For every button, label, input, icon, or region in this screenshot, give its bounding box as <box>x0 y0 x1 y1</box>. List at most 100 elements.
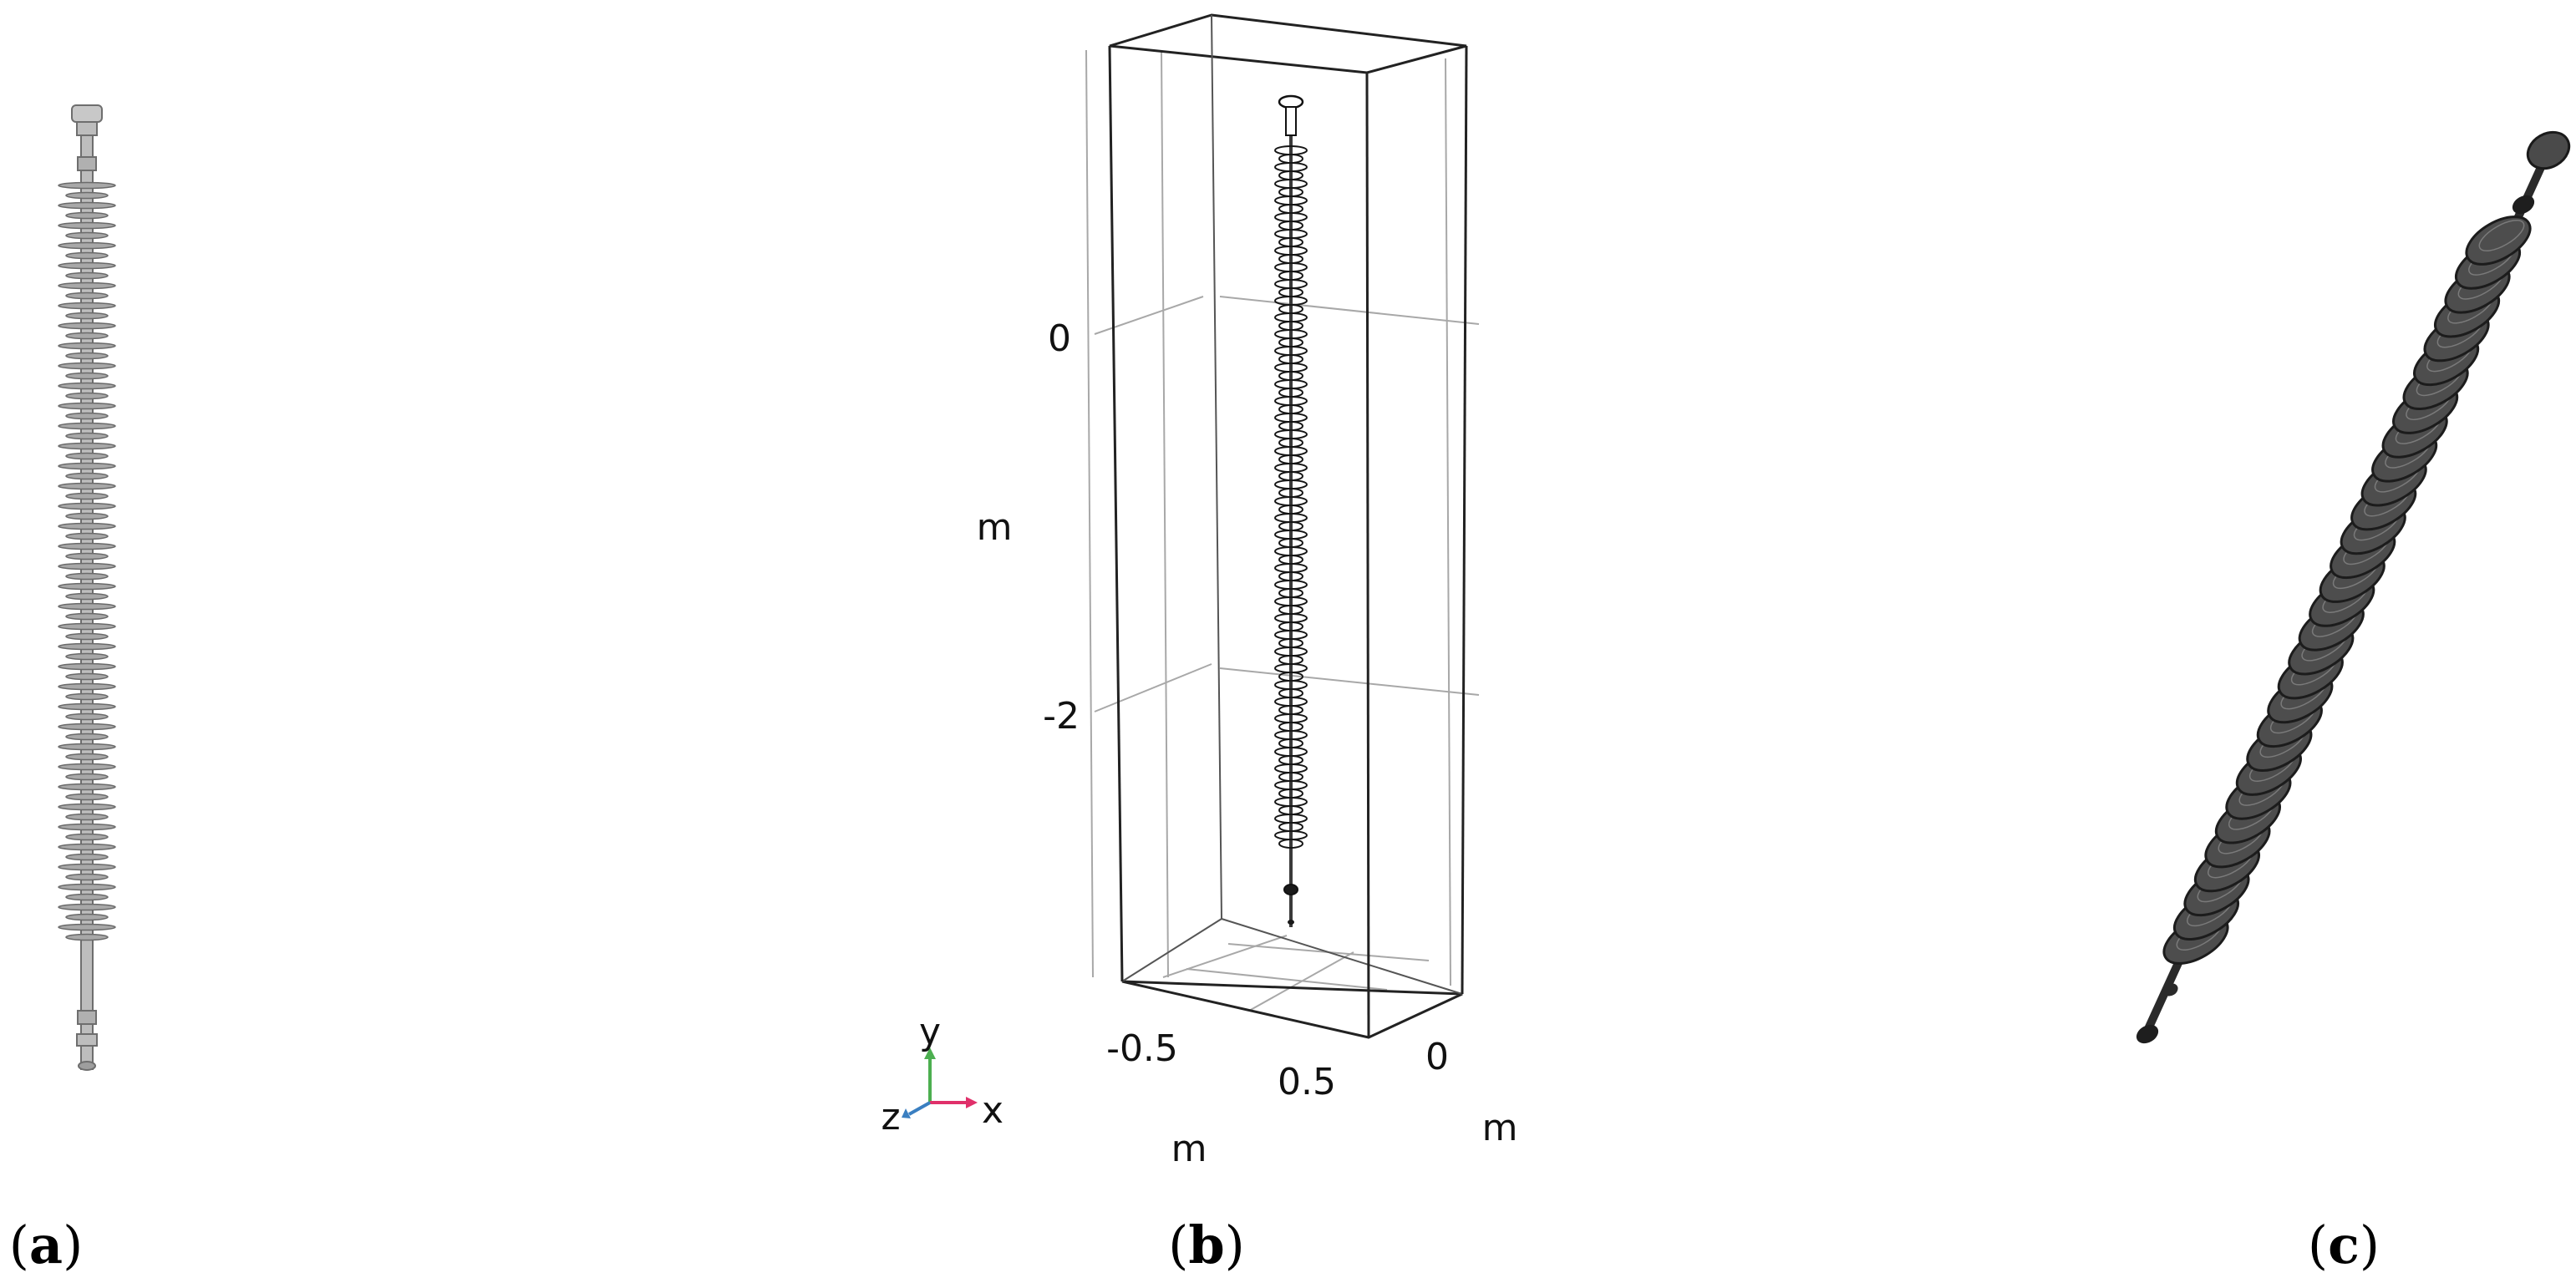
shed <box>58 181 116 190</box>
shed <box>58 522 116 530</box>
shed <box>65 271 109 280</box>
shed <box>65 211 109 220</box>
panel-b-plot: 0 -2 m -0.5 0.5 m 0 m y x z <box>881 13 1518 1170</box>
shed <box>65 231 109 240</box>
shed <box>58 763 116 771</box>
panel-label-b: (b) <box>1168 1214 1245 1275</box>
panel-c-insulator <box>2136 130 2571 1044</box>
shed <box>58 702 116 711</box>
triad-z-axis <box>908 1101 931 1116</box>
shed <box>65 632 109 641</box>
shed <box>58 542 116 550</box>
box-top-face <box>1109 13 1467 74</box>
shed <box>58 662 116 671</box>
panel-label-c: (c) <box>2308 1214 2380 1275</box>
shed <box>65 933 109 941</box>
bottom-fitting-neck <box>76 1033 98 1047</box>
y-tick-label-1: -2 <box>1043 695 1080 738</box>
box-vertical-edge <box>1108 45 1124 982</box>
y-tick-label-0: 0 <box>1048 317 1071 360</box>
top-fitting <box>2526 130 2571 170</box>
shed <box>58 241 116 250</box>
grid-line <box>1094 663 1212 712</box>
shed <box>65 873 109 881</box>
shed <box>65 813 109 821</box>
z-axis-unit: m <box>1482 1107 1518 1149</box>
shed <box>65 773 109 781</box>
shed <box>65 452 109 460</box>
upper-collar <box>2512 195 2535 215</box>
panel-label-a: (a) <box>9 1214 84 1275</box>
lower-collar <box>1283 884 1298 895</box>
box-vertical-edge <box>1365 72 1370 1038</box>
grid-line <box>1186 968 1388 991</box>
shed <box>65 733 109 741</box>
triad-y-label: y <box>919 1011 941 1053</box>
grid-line <box>1219 667 1480 696</box>
triad-z-label: z <box>881 1096 900 1138</box>
shed <box>58 402 116 410</box>
shed <box>58 803 116 811</box>
shed <box>65 472 109 480</box>
shed <box>58 582 116 591</box>
shed <box>58 322 116 330</box>
shed <box>58 682 116 691</box>
shed <box>58 482 116 490</box>
shed <box>58 622 116 631</box>
shed <box>65 572 109 581</box>
shed <box>65 552 109 560</box>
bottom-fitting <box>78 1061 96 1071</box>
shed <box>58 302 116 310</box>
shed <box>65 332 109 340</box>
shed <box>65 312 109 320</box>
bottom-fitting <box>1288 920 1294 925</box>
grid-line <box>1219 296 1480 325</box>
triad-x-arrowhead <box>966 1097 978 1108</box>
grid-line <box>1161 49 1169 978</box>
shed <box>2465 216 2532 266</box>
upper-collar <box>77 156 97 171</box>
shed <box>65 893 109 901</box>
box-bottom-edges <box>1121 980 1463 1039</box>
top-fitting-neck <box>76 121 98 136</box>
shed <box>58 723 116 731</box>
top-fitting <box>71 104 103 123</box>
shed <box>58 201 116 210</box>
shed <box>1278 839 1303 849</box>
shed <box>58 281 116 290</box>
shed <box>65 532 109 540</box>
panel-b-insulator <box>1274 94 1308 927</box>
shed <box>58 883 116 891</box>
shed <box>58 863 116 871</box>
triad-z-arrowhead <box>902 1108 911 1118</box>
x-tick-label-0: -0.5 <box>1106 1027 1178 1070</box>
grid-line <box>1094 296 1204 335</box>
shed <box>58 261 116 270</box>
axis-triad: y x z <box>881 1011 1003 1138</box>
x-axis-unit: m <box>1171 1128 1207 1170</box>
shed <box>58 923 116 931</box>
shed <box>58 422 116 430</box>
shed <box>65 251 109 260</box>
lower-collar <box>77 1010 97 1025</box>
z-tick-label-0: 0 <box>1425 1036 1449 1078</box>
shed <box>65 352 109 360</box>
shed <box>58 462 116 470</box>
grid-line <box>1162 935 1288 978</box>
shed <box>65 612 109 621</box>
shed <box>65 592 109 601</box>
shed <box>65 292 109 300</box>
shed <box>65 392 109 400</box>
shed <box>65 913 109 921</box>
shed <box>65 692 109 701</box>
top-fitting-neck <box>1285 106 1297 136</box>
shed <box>58 221 116 230</box>
top-fitting <box>1278 94 1304 109</box>
shed <box>58 502 116 510</box>
shed <box>65 753 109 761</box>
triad-x-label: x <box>982 1089 1003 1132</box>
shed <box>58 843 116 851</box>
lower-collar <box>2163 983 2178 996</box>
y-axis-unit: m <box>977 506 1013 549</box>
x-tick-label-1: 0.5 <box>1278 1061 1336 1103</box>
